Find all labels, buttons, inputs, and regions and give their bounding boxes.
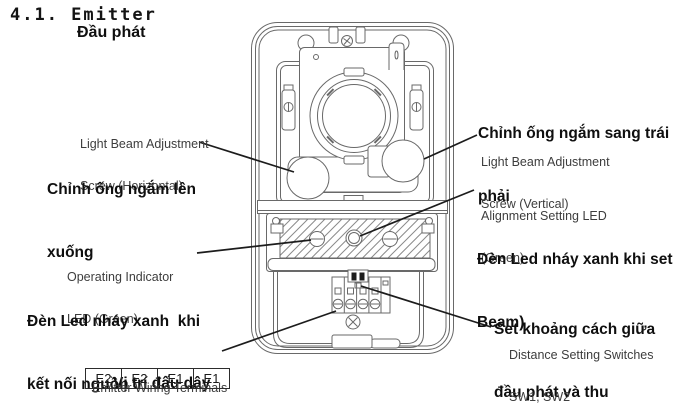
section-title: 4.1. Emitter bbox=[10, 5, 157, 25]
terminal-cell: E1 bbox=[157, 368, 194, 389]
terminal-cell: E2 bbox=[85, 368, 122, 389]
top-tab-left bbox=[328, 26, 339, 44]
leader-line-beam-vertical bbox=[423, 134, 478, 160]
emitter-terminal-table: E2 E2 E1 E1 bbox=[85, 368, 230, 389]
label-beam-horizontal-vi: Chỉnh ống ngắm lên xuống bbox=[47, 181, 196, 261]
leader-line-operating-led bbox=[196, 239, 312, 254]
panel-clamp-right bbox=[421, 217, 435, 234]
label-beam-horizontal-en: Light Beam Adjustment Screw (Horizontal) bbox=[80, 137, 209, 193]
section-subtitle: Đầu phát bbox=[77, 24, 146, 41]
vertical-adjust-screw bbox=[381, 139, 425, 183]
dip-switch-block bbox=[347, 269, 369, 289]
label-beam-vertical-en: Light Beam Adjustment Screw (Vertical) bbox=[481, 155, 610, 211]
label-distance-switches-en: Distance Setting Switches SW1, SW2 bbox=[509, 348, 654, 404]
terminal-cell: E1 bbox=[193, 368, 230, 389]
panel-lip bbox=[267, 258, 436, 271]
horizontal-adjust-screw bbox=[286, 156, 330, 200]
leader-line-wiring bbox=[221, 310, 337, 352]
table-row: E2 E2 E1 E1 bbox=[85, 368, 230, 389]
leader-line-beam-horizontal bbox=[198, 141, 295, 173]
right-side-screw bbox=[409, 84, 424, 131]
panel-clamp-left bbox=[270, 217, 284, 234]
terminal-cell: E2 bbox=[121, 368, 158, 389]
emitter-lens-circle bbox=[309, 67, 399, 165]
right-panel-screw bbox=[382, 231, 398, 247]
bottom-screw-icon bbox=[345, 314, 361, 330]
alignment-setting-led bbox=[345, 229, 363, 247]
label-alignment-led-vi: Đèn Led nháy xanh khi set Beam) bbox=[477, 251, 673, 331]
label-operating-led-vi: Đèn Led nháy xanh khi kết nối nguồn bbox=[27, 313, 201, 393]
terminal-screws bbox=[332, 298, 381, 310]
left-side-screw bbox=[281, 84, 296, 131]
label-beam-vertical-vi: Chỉnh ống ngắm sang trái phải bbox=[478, 125, 670, 205]
operating-indicator-led bbox=[309, 231, 325, 247]
label-distance-switches-vi: Set khoảng cách giữa đầu phát và thu bbox=[494, 321, 656, 401]
top-screw-icon bbox=[341, 35, 353, 47]
label-operating-led-en: Operating Indicator LED (Green) bbox=[67, 270, 174, 326]
leader-line-alignment-led bbox=[359, 189, 475, 237]
label-alignment-led-en: Alignment Setting LED (Green) bbox=[481, 209, 607, 265]
middle-shelf bbox=[257, 200, 448, 214]
lower-compartment bbox=[273, 271, 424, 349]
top-tab-right bbox=[355, 26, 366, 44]
leader-line-distance-switches bbox=[360, 285, 492, 328]
